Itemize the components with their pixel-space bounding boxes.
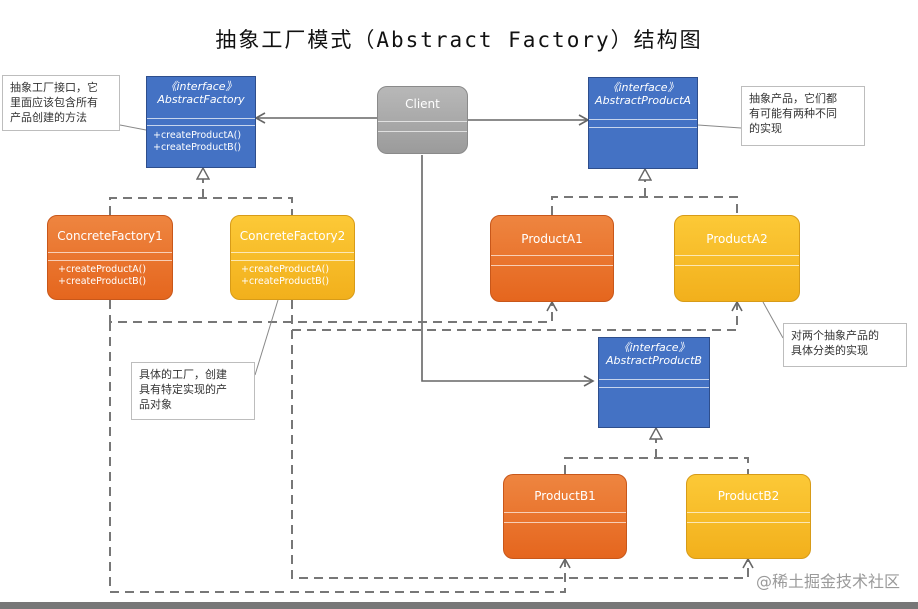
client-to-product-b-arrow [421, 155, 595, 387]
class-name: ProductA2 [706, 232, 768, 246]
interface-stereotype: 《interface》 [165, 80, 237, 93]
note-factory-interface: 抽象工厂接口，它 里面应该包含所有 产品创建的方法 [2, 75, 120, 131]
product-b1-box[interactable]: ProductB1 [503, 474, 627, 559]
note-concrete-factory: 具体的工厂，创建 具有特定实现的产 品对象 [131, 362, 255, 420]
product-b2-box[interactable]: ProductB2 [686, 474, 811, 559]
note-abstract-product: 抽象产品，它们都 有可能有两种不同 的实现 [741, 86, 865, 146]
method-list: +createProductA() +createProductB() [153, 130, 242, 153]
class-name: AbstractProductA [595, 94, 691, 107]
method-list: +createProductA() +createProductB() [58, 264, 147, 287]
factory1-to-product-a1-dependency [109, 300, 558, 323]
method-list: +createProductA() +createProductB() [241, 264, 330, 287]
note-concrete-factory-connector [254, 299, 279, 376]
note-concrete-product: 对两个抽象产品的 具体分类的实现 [783, 323, 907, 367]
product-a1-box[interactable]: ProductA1 [490, 215, 614, 302]
class-name: AbstractFactory [157, 93, 245, 106]
note-factory-interface-connector [119, 124, 147, 131]
note-concrete-product-connector [762, 301, 784, 339]
class-name: ProductA1 [521, 232, 583, 246]
class-name: ConcreteFactory1 [57, 229, 163, 243]
concrete-factory-2-box[interactable]: ConcreteFactory2 +createProductA() +crea… [230, 215, 355, 300]
diagram-title: 抽象工厂模式（Abstract Factory）结构图 [215, 28, 703, 52]
class-name: ProductB1 [534, 489, 596, 503]
product-a2-box[interactable]: ProductA2 [674, 215, 800, 302]
concrete-factory-1-box[interactable]: ConcreteFactory1 +createProductA() +crea… [47, 215, 173, 300]
abstract-product-a-box[interactable]: 《interface》 AbstractProductA [588, 77, 698, 169]
client-box[interactable]: Client [377, 86, 468, 154]
abstract-product-b-box[interactable]: 《interface》 AbstractProductB [598, 337, 710, 428]
class-name: ProductB2 [717, 489, 780, 503]
product-b-realization-line [564, 457, 749, 474]
factory-realization-line [109, 197, 293, 215]
interface-stereotype: 《interface》 [618, 341, 690, 354]
class-name: ConcreteFactory2 [239, 229, 346, 243]
abstract-factory-box[interactable]: 《interface》 AbstractFactory +createProdu… [146, 76, 256, 168]
note-abstract-product-connector [697, 124, 742, 129]
factory1-to-product-b1-dependency [109, 322, 571, 593]
bottom-bar [0, 602, 918, 609]
interface-stereotype: 《interface》 [607, 81, 679, 94]
watermark: @稀土掘金技术社区 [755, 572, 900, 591]
class-name: AbstractProductB [606, 354, 702, 367]
class-name: Client [405, 97, 440, 111]
factory2-to-product-b2-dependency [291, 330, 754, 579]
factory2-to-product-a2-dependency [291, 300, 743, 331]
product-a-realization-line [551, 196, 738, 215]
